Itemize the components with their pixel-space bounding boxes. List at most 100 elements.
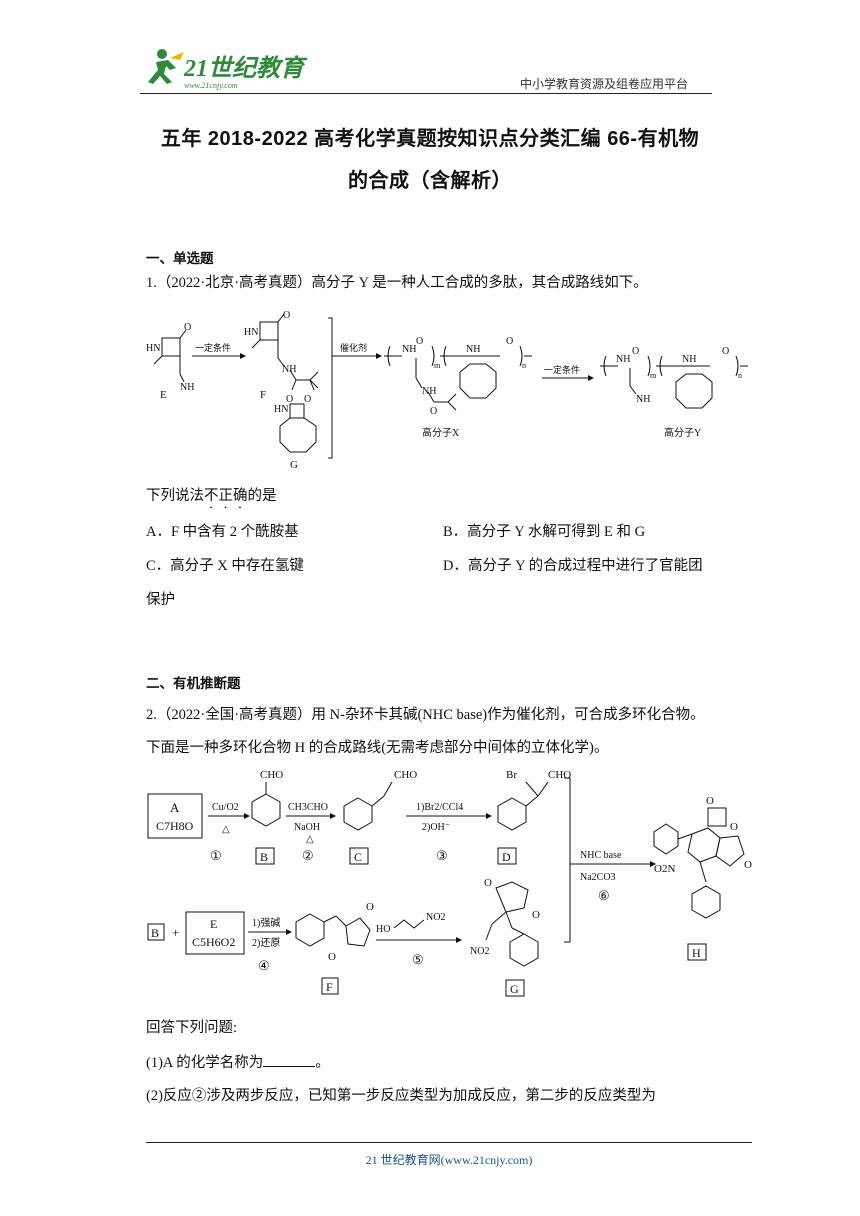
step2-reagent: CH3CHO (288, 802, 328, 813)
step2-base: NaOH (294, 822, 320, 833)
footer-text: 21 世纪教育网(www.21cnjy.com) (365, 1153, 533, 1167)
section-heading-single-choice: 一、单选题 (146, 251, 214, 266)
label-polymer-Y: 高分子Y (664, 426, 701, 439)
step3-base: 2)OH⁻ (422, 822, 450, 833)
label-CHO-D: CHO (548, 769, 571, 781)
step6-number: ⑥ (598, 888, 610, 903)
polycycle-H (653, 807, 745, 919)
label-O-X3: O (506, 336, 513, 347)
label-C: C (354, 850, 362, 864)
box-A (147, 793, 203, 839)
label-B-row2: B (151, 926, 159, 940)
site-logo: 21世纪教育 www.21cnjy.com (140, 44, 310, 94)
sub-q1-text: (1)A 的化学名称为 (146, 1055, 264, 1071)
compound-F-q2 (295, 913, 371, 947)
ask-emphasis: 不正确 (204, 488, 248, 504)
compound-G (279, 403, 317, 453)
cond-2: 一定条件 (544, 364, 580, 375)
label-A: A (170, 800, 180, 815)
label-E: E (210, 917, 217, 931)
q2-synthesis-scheme: A C7H8O Cu/O2 △ ① CHO B CH3CHO NaOH △ ② … (140, 764, 780, 1004)
label-Br-D: Br (506, 769, 517, 781)
section-heading-organic-inference: 二、有机推断题 (146, 676, 241, 691)
label-O-F2: O (328, 951, 336, 963)
label-NH-X3: NH (466, 344, 480, 355)
label-NH-X1: NH (402, 344, 416, 355)
answer-intro: 回答下列问题: (146, 1020, 238, 1036)
label-HN-G: HN (274, 404, 288, 415)
label-O-G2: O (532, 909, 540, 921)
benzene-ring-B (251, 782, 281, 827)
box-F (321, 977, 339, 995)
ask-post: 的是 (247, 488, 277, 504)
box-D (497, 847, 517, 865)
label-HN-F: HN (244, 327, 258, 338)
step5-NO2: NO2 (426, 912, 445, 923)
cond-1: 一定条件 (195, 342, 231, 353)
step2-heat: △ (306, 834, 314, 845)
label-O-E: O (184, 322, 191, 333)
label-O-X1: O (416, 336, 423, 347)
label-O-F2: O (286, 394, 293, 405)
plus-sign: + (172, 925, 179, 940)
doc-title-line2: 的合成（含解析） (348, 170, 512, 192)
label-m-Y: m (650, 371, 657, 380)
step6-base: Na2CO3 (580, 872, 616, 883)
step2-number: ② (302, 848, 314, 863)
label-NH-Y2: NH (682, 354, 696, 365)
label-O-F1: O (366, 901, 374, 913)
box-C (349, 847, 369, 865)
box-H (687, 943, 707, 961)
question-2-stem-line1: 2.（2022·全国·高考真题）用 N-杂环卡其碱(NHC base)作为催化剂… (146, 707, 705, 723)
step1-heat: △ (222, 824, 230, 835)
logo-text: 21世纪教育 (183, 55, 308, 82)
step1-reagent: Cu/O2 (212, 802, 239, 813)
logo-url: www.21cnjy.com (184, 81, 238, 90)
cinnamaldehyde-C (343, 781, 393, 831)
option-B[interactable]: B．高分子 Y 水解可得到 E 和 G (443, 524, 646, 540)
option-A[interactable]: A．F 中含有 2 个酰胺基 (146, 524, 299, 540)
label-n-Y: n (738, 371, 742, 380)
question-1-ask: 下列说法不正确的是 (146, 486, 277, 512)
label-polymer-X: 高分子X (422, 426, 460, 439)
label-B: B (260, 850, 268, 864)
box-E (185, 911, 245, 955)
bromo-cinnamaldehyde-D (497, 781, 549, 831)
label-n-X: n (522, 361, 526, 370)
step5-reagent: HO (376, 924, 390, 935)
step5-number: ⑤ (412, 952, 424, 967)
formula-A: C7H8O (156, 819, 194, 833)
step3-reagent: 1)Br2/CCl4 (416, 802, 463, 813)
label-H: H (692, 946, 701, 960)
label-m-X: m (434, 361, 441, 370)
answer-blank[interactable] (263, 1052, 316, 1067)
label-NH-X2: NH (422, 386, 436, 397)
option-D[interactable]: D．高分子 Y 的合成过程中进行了官能团 (443, 558, 703, 574)
sub-question-2: (2)反应②涉及两步反应，已知第一步反应类型为加成反应，第二步的反应类型为 (146, 1088, 656, 1104)
label-O-H1: O (706, 795, 714, 807)
option-C[interactable]: C．高分子 X 中存在氢键 (146, 558, 304, 574)
label-NH2-Y: NH (636, 394, 650, 405)
runner-icon (148, 49, 184, 84)
label-O-X2: O (430, 406, 437, 417)
label-O2N-H: O2N (654, 863, 675, 875)
polymer-X (384, 345, 532, 411)
label-O-H3: O (744, 859, 752, 871)
label-E: E (160, 389, 167, 401)
step4-reduction: 2)还原 (252, 937, 280, 949)
sub-q1-end: 。 (315, 1055, 330, 1071)
q1-reaction-scheme: HN O NH E 一定条件 HN O NH O F (140, 308, 760, 478)
box-G (505, 979, 525, 997)
label-NO2-G: NO2 (470, 946, 489, 957)
label-CHO-C: CHO (394, 769, 417, 781)
label-NH-F: NH (282, 364, 296, 375)
ask-pre: 下列说法 (146, 488, 204, 504)
footer-divider (146, 1142, 752, 1143)
label-O-Y2: O (722, 346, 729, 357)
label-G: G (290, 459, 298, 471)
platform-label: 中小学教育资源及组卷应用平台 (520, 77, 689, 91)
question-2-stem-line2: 下面是一种多环化合物 H 的合成路线(无需考虑部分中间体的立体化学)。 (146, 740, 609, 756)
compound-F (251, 313, 319, 391)
box-B (255, 847, 275, 865)
label-O-F: O (283, 310, 290, 321)
